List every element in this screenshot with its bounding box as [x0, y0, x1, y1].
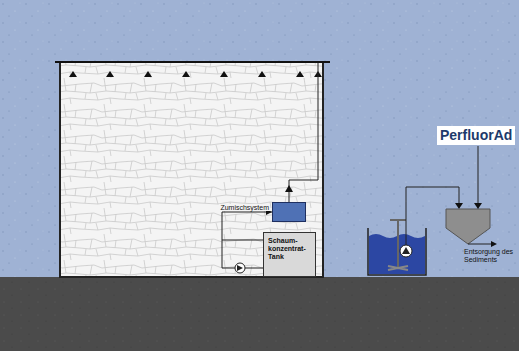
- component-label: Zumischsystem: [219, 204, 270, 211]
- outlet-label: Entsorgung des Sediments: [464, 248, 516, 265]
- brand-logo: PerfluorAd: [437, 126, 515, 145]
- mixer-box: Zumischsystem: [272, 202, 306, 222]
- tank-label: Schaum- konzentrat- Tank: [264, 233, 309, 261]
- tank-box: Schaum- konzentrat- Tank: [263, 232, 316, 277]
